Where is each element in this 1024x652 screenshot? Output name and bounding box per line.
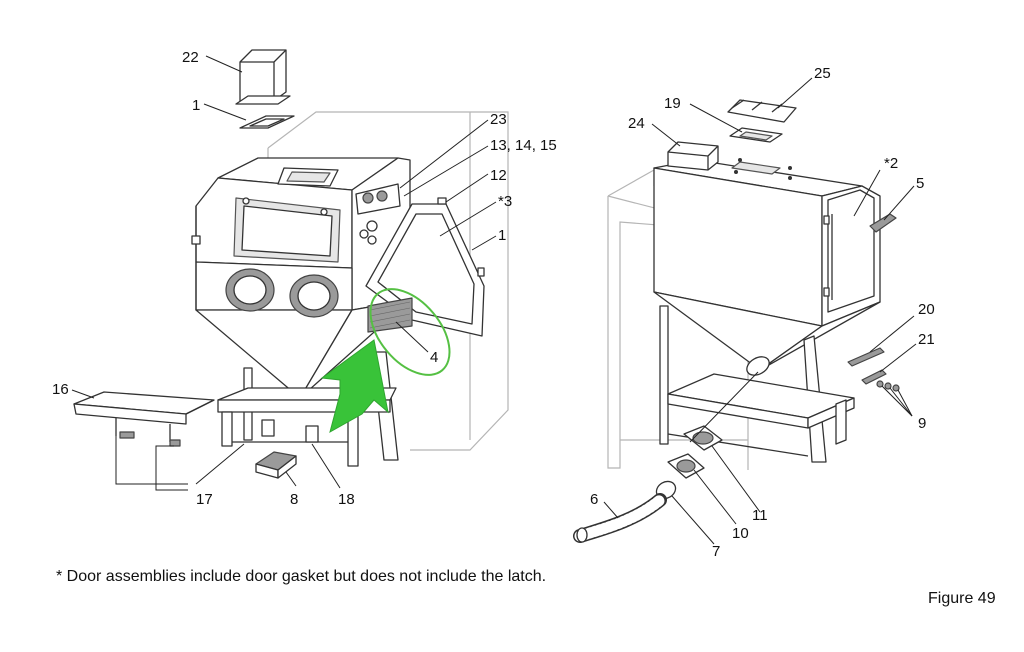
callout-24: 24 [628,115,645,132]
callout-8: 8 [290,491,298,508]
callout-10: 10 [732,525,749,542]
callout-13-14-15: 13, 14, 15 [490,137,557,154]
highlight-ellipse [369,288,451,376]
callout-16: 16 [52,381,69,398]
callout-17: 17 [196,491,213,508]
callout-18: 18 [338,491,355,508]
right-leaders [603,77,917,545]
callout-19: 19 [664,95,681,112]
callout-12: 12 [490,167,507,184]
callout-5: 5 [916,175,924,192]
right-cabinet [573,99,900,543]
callout-11: 11 [752,507,768,524]
callout-1-top: 1 [192,97,200,114]
foot-pedal [255,451,297,479]
work-bench [73,391,215,447]
callout-9: 9 [918,415,926,432]
callout-1-door: 1 [498,227,506,244]
callout-4: 4 [430,349,438,366]
callout-22: 22 [182,49,199,66]
callout-3: *3 [498,193,512,210]
callout-25: 25 [814,65,831,82]
callout-20: 20 [918,301,935,318]
callout-6: 6 [590,491,598,508]
callout-21: 21 [918,331,935,348]
highlight-arrow [320,339,389,434]
figure-label: Figure 49 [928,590,996,607]
footnote: * Door assemblies include door gasket bu… [56,568,547,585]
callout-2: *2 [884,155,898,172]
callout-23: 23 [490,111,507,128]
left-leaders [71,55,497,491]
callout-7: 7 [712,543,720,560]
